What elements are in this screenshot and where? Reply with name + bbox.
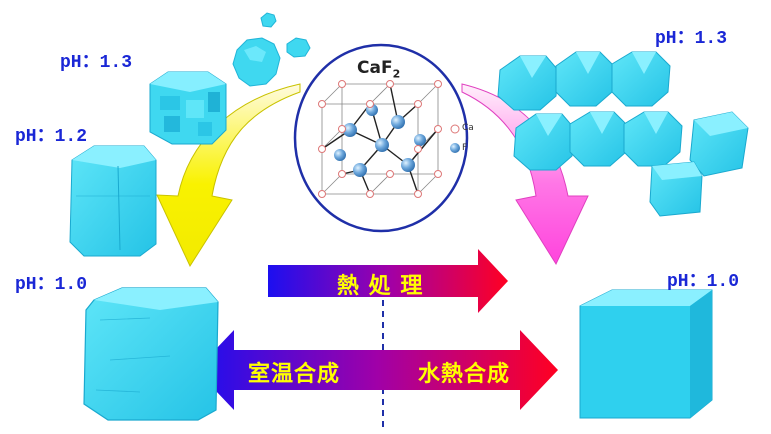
center-circle bbox=[293, 43, 469, 233]
hydrothermal-synthesis-label: 水熱合成 bbox=[418, 362, 511, 387]
ca-legend-icon bbox=[450, 124, 460, 134]
ph-label-right-bottom: pH：1.0 bbox=[667, 272, 740, 292]
octahedral-crystal-cluster bbox=[497, 51, 683, 171]
synthesis-double-arrow bbox=[196, 330, 558, 410]
ph-label-left-top: pH：1.3 bbox=[60, 53, 133, 73]
fluoride-atoms bbox=[334, 104, 426, 177]
crystal-lattice bbox=[321, 83, 439, 195]
rounded-cube-crystal bbox=[69, 145, 157, 257]
room-temp-synthesis-label: 室温合成 bbox=[248, 362, 341, 387]
legend-ca-label: Ca bbox=[462, 123, 474, 133]
small-cube-crystals bbox=[649, 111, 749, 217]
small-particle-cluster bbox=[232, 12, 311, 87]
ph-label-left-bottom: pH：1.0 bbox=[15, 275, 88, 295]
left-curved-arrow bbox=[156, 83, 301, 268]
large-rough-cube bbox=[83, 287, 219, 421]
heat-treatment-arrow bbox=[268, 249, 508, 313]
compound-formula: CaF2 bbox=[357, 58, 400, 80]
heat-treatment-label: 熱 処 理 bbox=[337, 274, 424, 299]
calcium-atoms bbox=[318, 80, 442, 198]
formula-main: CaF bbox=[357, 58, 393, 78]
ph-label-left-mid: pH：1.2 bbox=[15, 127, 88, 147]
ph-label-right-top: pH：1.3 bbox=[655, 29, 728, 49]
legend-f-label: F bbox=[462, 143, 468, 153]
stepped-crystal bbox=[149, 71, 227, 145]
formula-subscript: 2 bbox=[392, 67, 401, 81]
large-smooth-cube bbox=[579, 289, 713, 419]
f-legend-icon bbox=[450, 143, 460, 153]
right-curved-arrow bbox=[461, 83, 589, 266]
